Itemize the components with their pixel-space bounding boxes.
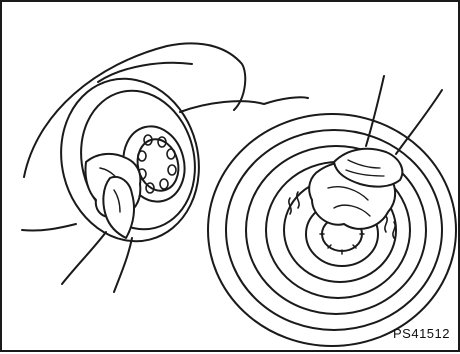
left-arm — [62, 232, 132, 292]
figure-code: PS41512 — [393, 326, 450, 341]
right-hub-assembly — [208, 76, 456, 346]
left-hub-assembly — [22, 43, 308, 292]
left-hand — [103, 177, 134, 238]
right-arm — [366, 76, 442, 154]
motion-marks-right — [385, 216, 395, 238]
road-line — [180, 97, 308, 112]
motion-marks-left — [289, 192, 299, 214]
